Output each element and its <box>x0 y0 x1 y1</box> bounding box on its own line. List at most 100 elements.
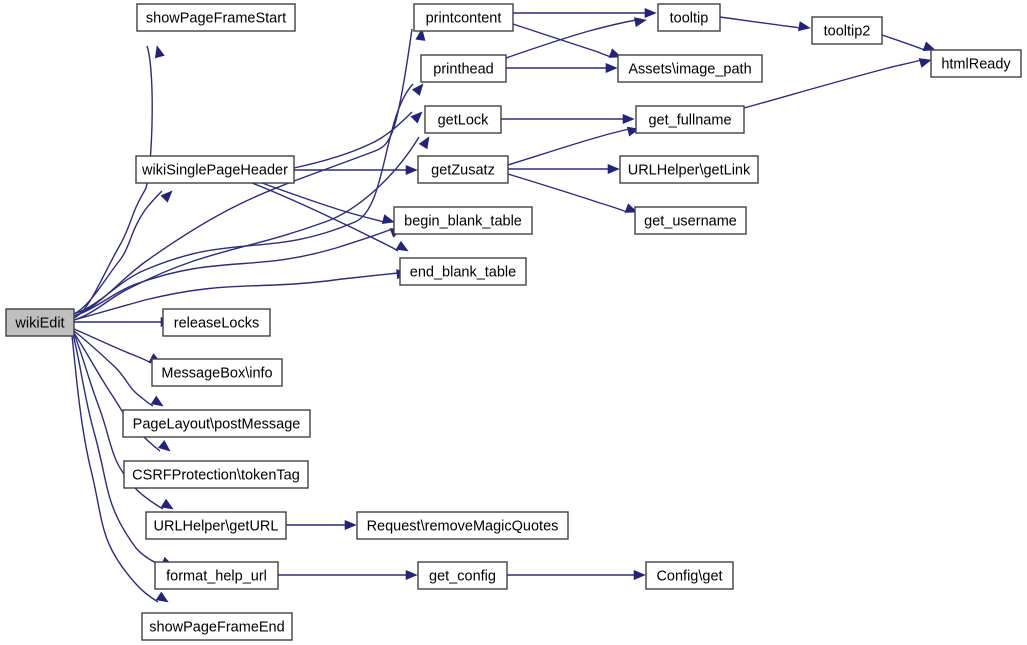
edge-printcontent-to-tooltip <box>513 7 657 19</box>
node-showPageFrameStart[interactable]: showPageFrameStart <box>136 3 296 32</box>
edge-wikiEdit-to-MessageBoxInfo <box>73 328 162 364</box>
edge-line <box>73 333 164 510</box>
edge-line <box>881 34 926 51</box>
node-box[interactable] <box>356 511 569 540</box>
node-box[interactable] <box>123 460 309 489</box>
node-wikiEdit[interactable]: wikiEdit <box>5 308 75 337</box>
arrowhead-icon <box>411 83 424 96</box>
arrowhead-icon <box>395 240 409 252</box>
node-label: showPageFrameStart <box>146 10 286 26</box>
node-RequestRemoveMagicQuotes[interactable]: Request\removeMagicQuotes <box>356 511 569 540</box>
arrowhead-icon <box>798 21 811 32</box>
edge-URLHelperGetURL-to-RequestRemoveMagicQuotes <box>286 519 357 531</box>
node-formatHelpUrl[interactable]: format_help_url <box>154 561 279 590</box>
node-label: getZusatz <box>431 162 495 178</box>
node-label: releaseLocks <box>174 315 259 331</box>
node-box[interactable] <box>162 308 271 337</box>
arrowhead-icon <box>154 45 165 59</box>
node-getZusatz[interactable]: getZusatz <box>417 155 509 184</box>
edge-wikiEdit-to-getLock <box>73 136 430 321</box>
arrowhead-icon <box>160 498 174 510</box>
edge-tooltip-to-tooltip2 <box>719 16 811 32</box>
arrowhead-icon <box>344 519 357 531</box>
edge-tooltip2-to-htmlReady <box>881 34 936 51</box>
node-label: get_fullname <box>648 112 731 128</box>
node-AssetsImagePath[interactable]: Assets\image_path <box>617 54 763 83</box>
edge-line <box>507 173 628 213</box>
arrowhead-icon <box>405 569 418 581</box>
arrowhead-icon <box>410 111 423 124</box>
edge-wikiEdit-to-showPageFrameEnd <box>71 335 169 603</box>
node-box[interactable] <box>811 16 883 45</box>
node-tooltip[interactable]: tooltip <box>657 3 721 32</box>
node-label: URLHelper\getURL <box>154 518 279 534</box>
arrowhead-icon <box>918 58 932 68</box>
edge-printcontent-to-AssetsImagePath <box>512 23 622 58</box>
edge-line <box>73 136 420 321</box>
edge-getLock-to-getFullname <box>501 113 635 125</box>
node-printcontent[interactable]: printcontent <box>413 3 514 32</box>
node-label: showPageFrameEnd <box>149 619 284 635</box>
node-htmlReady[interactable]: htmlReady <box>930 49 1022 78</box>
node-PageLayoutPostMessage[interactable]: PageLayout\postMessage <box>122 409 311 438</box>
node-label: begin_blank_table <box>404 213 522 229</box>
node-box[interactable] <box>645 561 734 590</box>
node-box[interactable] <box>151 358 283 387</box>
nodes-layer: wikiEdit showPageFrameStart wikiSinglePage… <box>5 3 1022 641</box>
node-label: tooltip2 <box>824 23 871 39</box>
node-printhead[interactable]: printhead <box>420 54 507 83</box>
node-label: get_config <box>429 568 496 584</box>
edge-line <box>719 16 801 29</box>
arrowhead-icon <box>150 395 164 407</box>
node-getUsername[interactable]: get_username <box>634 206 747 235</box>
node-URLHelperGetLink[interactable]: URLHelper\getLink <box>619 155 759 184</box>
node-box[interactable] <box>420 54 507 83</box>
arrowhead-icon <box>381 214 395 225</box>
node-getLock[interactable]: getLock <box>424 105 502 134</box>
node-box[interactable] <box>5 308 75 337</box>
node-box[interactable] <box>141 612 293 641</box>
node-box[interactable] <box>617 54 763 83</box>
node-box[interactable] <box>657 3 721 32</box>
node-box[interactable] <box>417 155 509 184</box>
node-box[interactable] <box>634 206 747 235</box>
node-CSRFProtectionTokenTag[interactable]: CSRFProtection\tokenTag <box>123 460 309 489</box>
node-label: Config\get <box>656 568 722 584</box>
arrowhead-icon <box>644 7 657 19</box>
node-wikiSinglePageHeader[interactable]: wikiSinglePageHeader <box>135 155 295 184</box>
node-getConfig[interactable]: get_config <box>417 561 508 590</box>
node-box[interactable] <box>417 561 508 590</box>
node-MessageBoxInfo[interactable]: MessageBox\info <box>151 358 283 387</box>
node-showPageFrameEnd[interactable]: showPageFrameEnd <box>141 612 293 641</box>
arrowhead-icon <box>922 41 936 51</box>
node-box[interactable] <box>154 561 279 590</box>
node-box[interactable] <box>135 155 295 184</box>
node-endBlankTable[interactable]: end_blank_table <box>399 257 527 286</box>
edge-line <box>507 128 630 166</box>
edge-line <box>73 83 414 315</box>
node-beginBlankTable[interactable]: begin_blank_table <box>393 206 533 235</box>
node-box[interactable] <box>635 105 745 134</box>
node-box[interactable] <box>122 409 311 438</box>
edge-wikiSinglePageHeader-to-endBlankTable <box>251 182 409 252</box>
node-getFullname[interactable]: get_fullname <box>635 105 745 134</box>
node-tooltip2[interactable]: tooltip2 <box>811 16 883 45</box>
arrowhead-icon <box>160 190 173 203</box>
node-box[interactable] <box>145 511 287 540</box>
edge-line <box>73 45 153 319</box>
node-releaseLocks[interactable]: releaseLocks <box>162 308 271 337</box>
node-box[interactable] <box>424 105 502 134</box>
node-box[interactable] <box>930 49 1022 78</box>
edge-wikiEdit-to-printhead <box>73 83 424 315</box>
node-box[interactable] <box>399 257 527 286</box>
node-URLHelperGetURL[interactable]: URLHelper\getURL <box>145 511 287 540</box>
node-box[interactable] <box>619 155 759 184</box>
node-box[interactable] <box>136 3 296 32</box>
node-ConfigGet[interactable]: Config\get <box>645 561 734 590</box>
edge-line <box>293 111 413 169</box>
node-box[interactable] <box>413 3 514 32</box>
node-box[interactable] <box>393 206 533 235</box>
edge-line <box>505 19 637 59</box>
edge-wikiSinglePageHeader-to-getZusatz <box>294 164 418 176</box>
